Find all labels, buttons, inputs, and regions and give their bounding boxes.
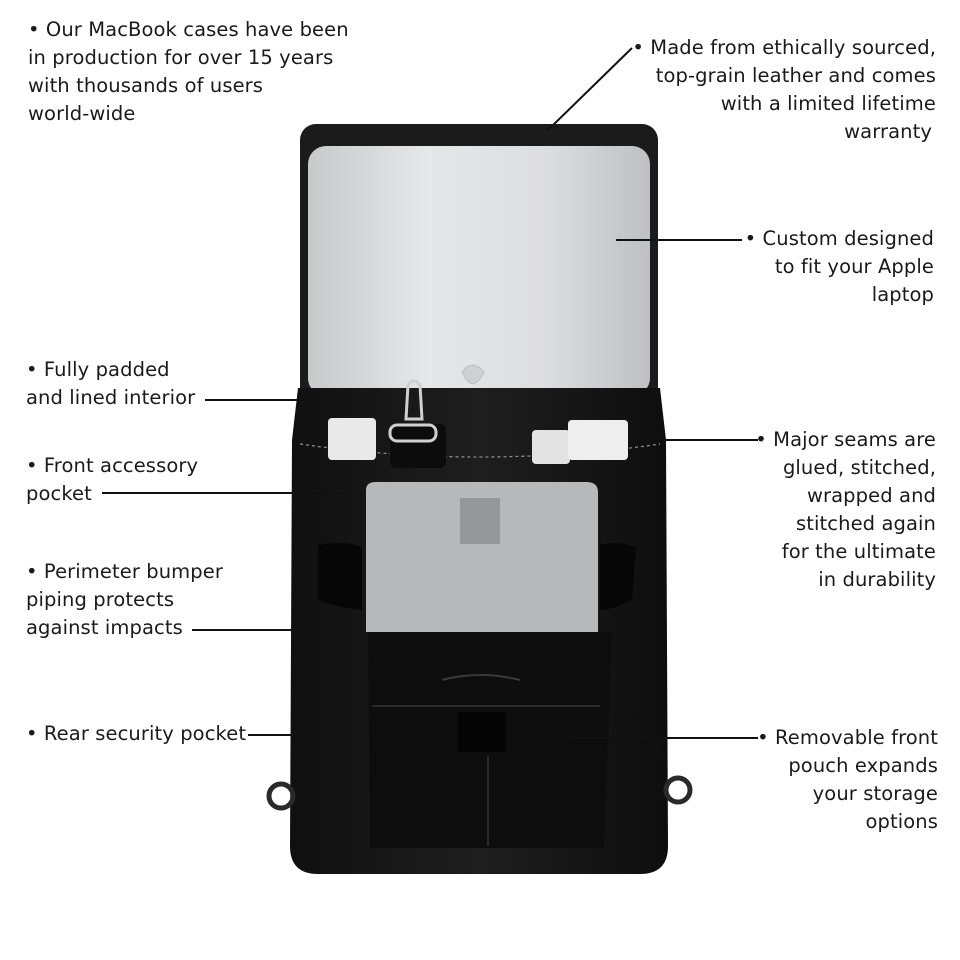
callout-text: • Perimeter bumper [26, 560, 223, 583]
callout-text: top-grain leather and comes [655, 64, 936, 87]
callout-text: to fit your Apple [774, 255, 934, 278]
callout-accessory: • Front accessory pocket [26, 452, 198, 508]
callout-text: piping protects [26, 588, 175, 611]
felt-flap [366, 482, 598, 632]
carabiner-clip-icon [388, 379, 438, 443]
callout-text: stitched again [796, 512, 936, 535]
leader-lines [102, 47, 758, 761]
callout-custom-fit: • Custom designed to fit your Apple lapt… [745, 225, 934, 309]
leader-line-pouch-diag [603, 675, 667, 761]
callout-pouch: • Removable front pouch expands your sto… [757, 724, 938, 836]
callout-text: • Major seams are [755, 428, 936, 451]
callout-text: • Custom designed [744, 227, 934, 250]
callout-text: for the ultimate [781, 540, 936, 563]
callout-padded: • Fully padded and lined interior [26, 356, 195, 412]
callout-production: • Our MacBook cases have been in product… [28, 16, 349, 128]
callout-text: wrapped and [806, 484, 936, 507]
callout-seams: • Major seams are glued, stitched, wrapp… [755, 426, 936, 594]
leader-line-leather [547, 47, 633, 131]
callout-text: with thousands of users [28, 74, 264, 97]
callout-text: in production for over 15 years [28, 46, 334, 69]
callout-text: options [865, 810, 938, 833]
callout-text: laptop [871, 283, 934, 306]
callout-text: with a limited lifetime [720, 92, 936, 115]
callout-text: • Removable front [757, 726, 938, 749]
callout-text: • Fully padded [26, 358, 170, 381]
callout-text: • Front accessory [26, 454, 199, 477]
callout-text: your storage [812, 782, 938, 805]
callout-text: pocket [26, 482, 92, 505]
callout-leather: • Made from ethically sourced, top-grain… [632, 34, 936, 146]
callout-text: warranty [844, 120, 932, 143]
callout-text: against impacts [26, 616, 183, 639]
front-pouch [368, 632, 612, 848]
callout-rear-pocket: • Rear security pocket [26, 720, 246, 748]
laptop-icon [308, 146, 650, 396]
callout-text: in durability [818, 568, 936, 591]
callout-text: pouch expands [788, 754, 938, 777]
callout-text: glued, stitched, [782, 456, 936, 479]
callout-text: • Our MacBook cases have been [28, 18, 349, 41]
callout-text: • Rear security pocket [26, 722, 247, 745]
callout-text: and lined interior [26, 386, 196, 409]
callout-bumper: • Perimeter bumper piping protects again… [26, 558, 223, 642]
callout-text: • Made from ethically sourced, [632, 36, 936, 59]
callout-text: world-wide [28, 102, 136, 125]
